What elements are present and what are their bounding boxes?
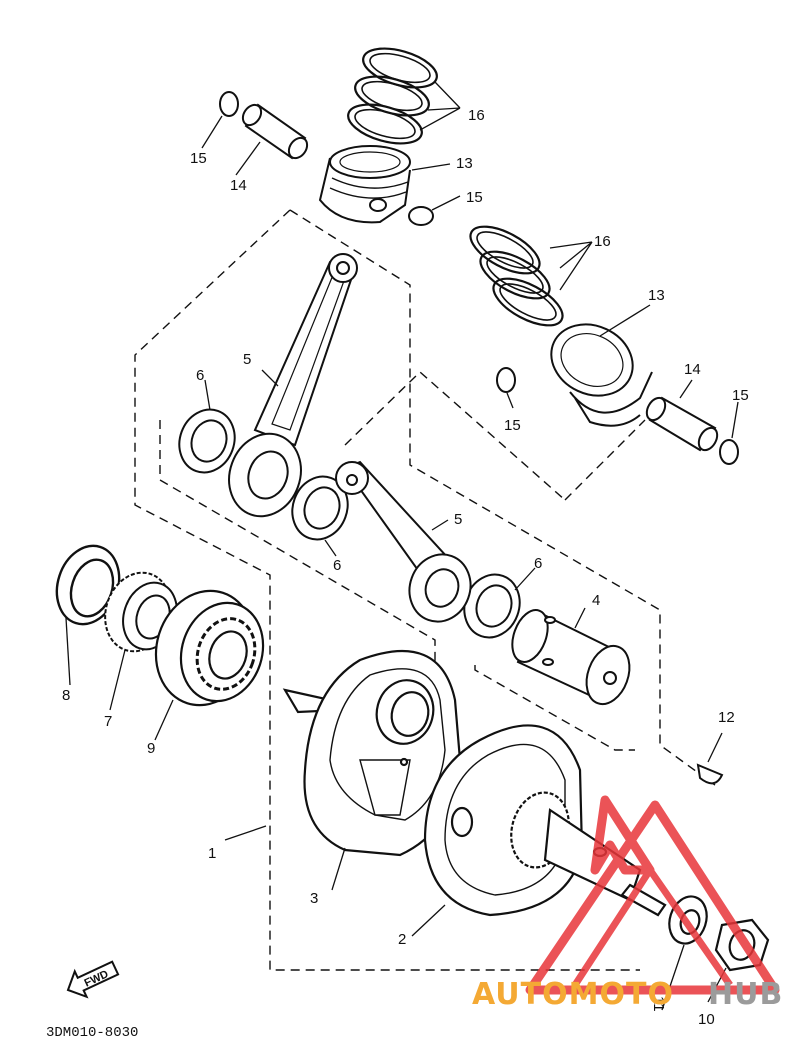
label-part-7: 7 — [104, 713, 112, 730]
label-part-9: 9 — [147, 740, 155, 757]
piston-pin-lower — [645, 396, 719, 452]
connecting-rod-upper — [228, 253, 358, 518]
piston-upper — [318, 145, 411, 224]
label-part-15-a: 15 — [190, 150, 207, 167]
label-part-6-b: 6 — [333, 557, 341, 574]
watermark-text-auto-moto: AUTOMOTO — [472, 977, 674, 1012]
thrust-washer-1 — [178, 408, 236, 474]
label-part-14-upper: 14 — [230, 177, 247, 194]
label-part-16-lower: 16 — [594, 233, 611, 250]
label-part-16-upper: 16 — [468, 107, 485, 124]
diagram-code: 3DM010-8030 — [46, 1025, 138, 1041]
crank-pin — [511, 609, 631, 706]
piston-pin-upper — [241, 103, 309, 160]
leader-lines — [65, 81, 739, 1011]
label-part-4: 4 — [592, 592, 600, 609]
watermark-text-hub: HUB — [708, 977, 783, 1012]
circlip-3 — [496, 367, 516, 393]
thrust-washer-2 — [291, 475, 349, 541]
circlip-1 — [219, 91, 239, 117]
watermark-text: AUTOMOTO HUB — [472, 977, 783, 1012]
triangle-logo-icon — [525, 795, 780, 995]
label-part-1: 1 — [208, 845, 216, 862]
fwd-arrow-icon: FWD — [66, 960, 120, 999]
label-part-6-a: 6 — [196, 367, 204, 384]
label-part-2: 2 — [398, 931, 406, 948]
crankshaft-left — [282, 650, 462, 857]
label-part-6-c: 6 — [534, 555, 542, 572]
crankshaft-right — [423, 724, 667, 917]
fwd-label: FWD — [83, 968, 111, 989]
label-part-15-b: 15 — [466, 189, 483, 206]
label-part-15-d: 15 — [504, 417, 521, 434]
circlip-4 — [719, 439, 739, 465]
oil-seal — [55, 544, 121, 626]
woodruff-key — [696, 763, 724, 785]
circlip-2 — [408, 206, 434, 226]
label-part-10: 10 — [698, 1011, 715, 1028]
part-numbers: 1 2 3 4 5 5 6 6 6 7 8 9 10 11 12 13 13 1… — [62, 107, 749, 1028]
piston-lower — [550, 323, 653, 427]
main-bearing — [154, 589, 265, 707]
label-part-14-lower: 14 — [684, 361, 701, 378]
label-part-12: 12 — [718, 709, 735, 726]
label-part-11: 11 — [650, 996, 667, 1012]
assembly-boundary-lines — [134, 209, 716, 971]
label-part-15-c: 15 — [732, 387, 749, 404]
label-part-13-upper: 13 — [456, 155, 473, 172]
label-part-8: 8 — [62, 687, 70, 704]
connecting-rod-lower — [335, 460, 472, 623]
label-part-5-lower: 5 — [454, 511, 462, 528]
label-part-3: 3 — [310, 890, 318, 907]
thrust-washer-3 — [463, 573, 521, 639]
label-part-5-upper: 5 — [243, 351, 251, 368]
label-part-13-lower: 13 — [648, 287, 665, 304]
